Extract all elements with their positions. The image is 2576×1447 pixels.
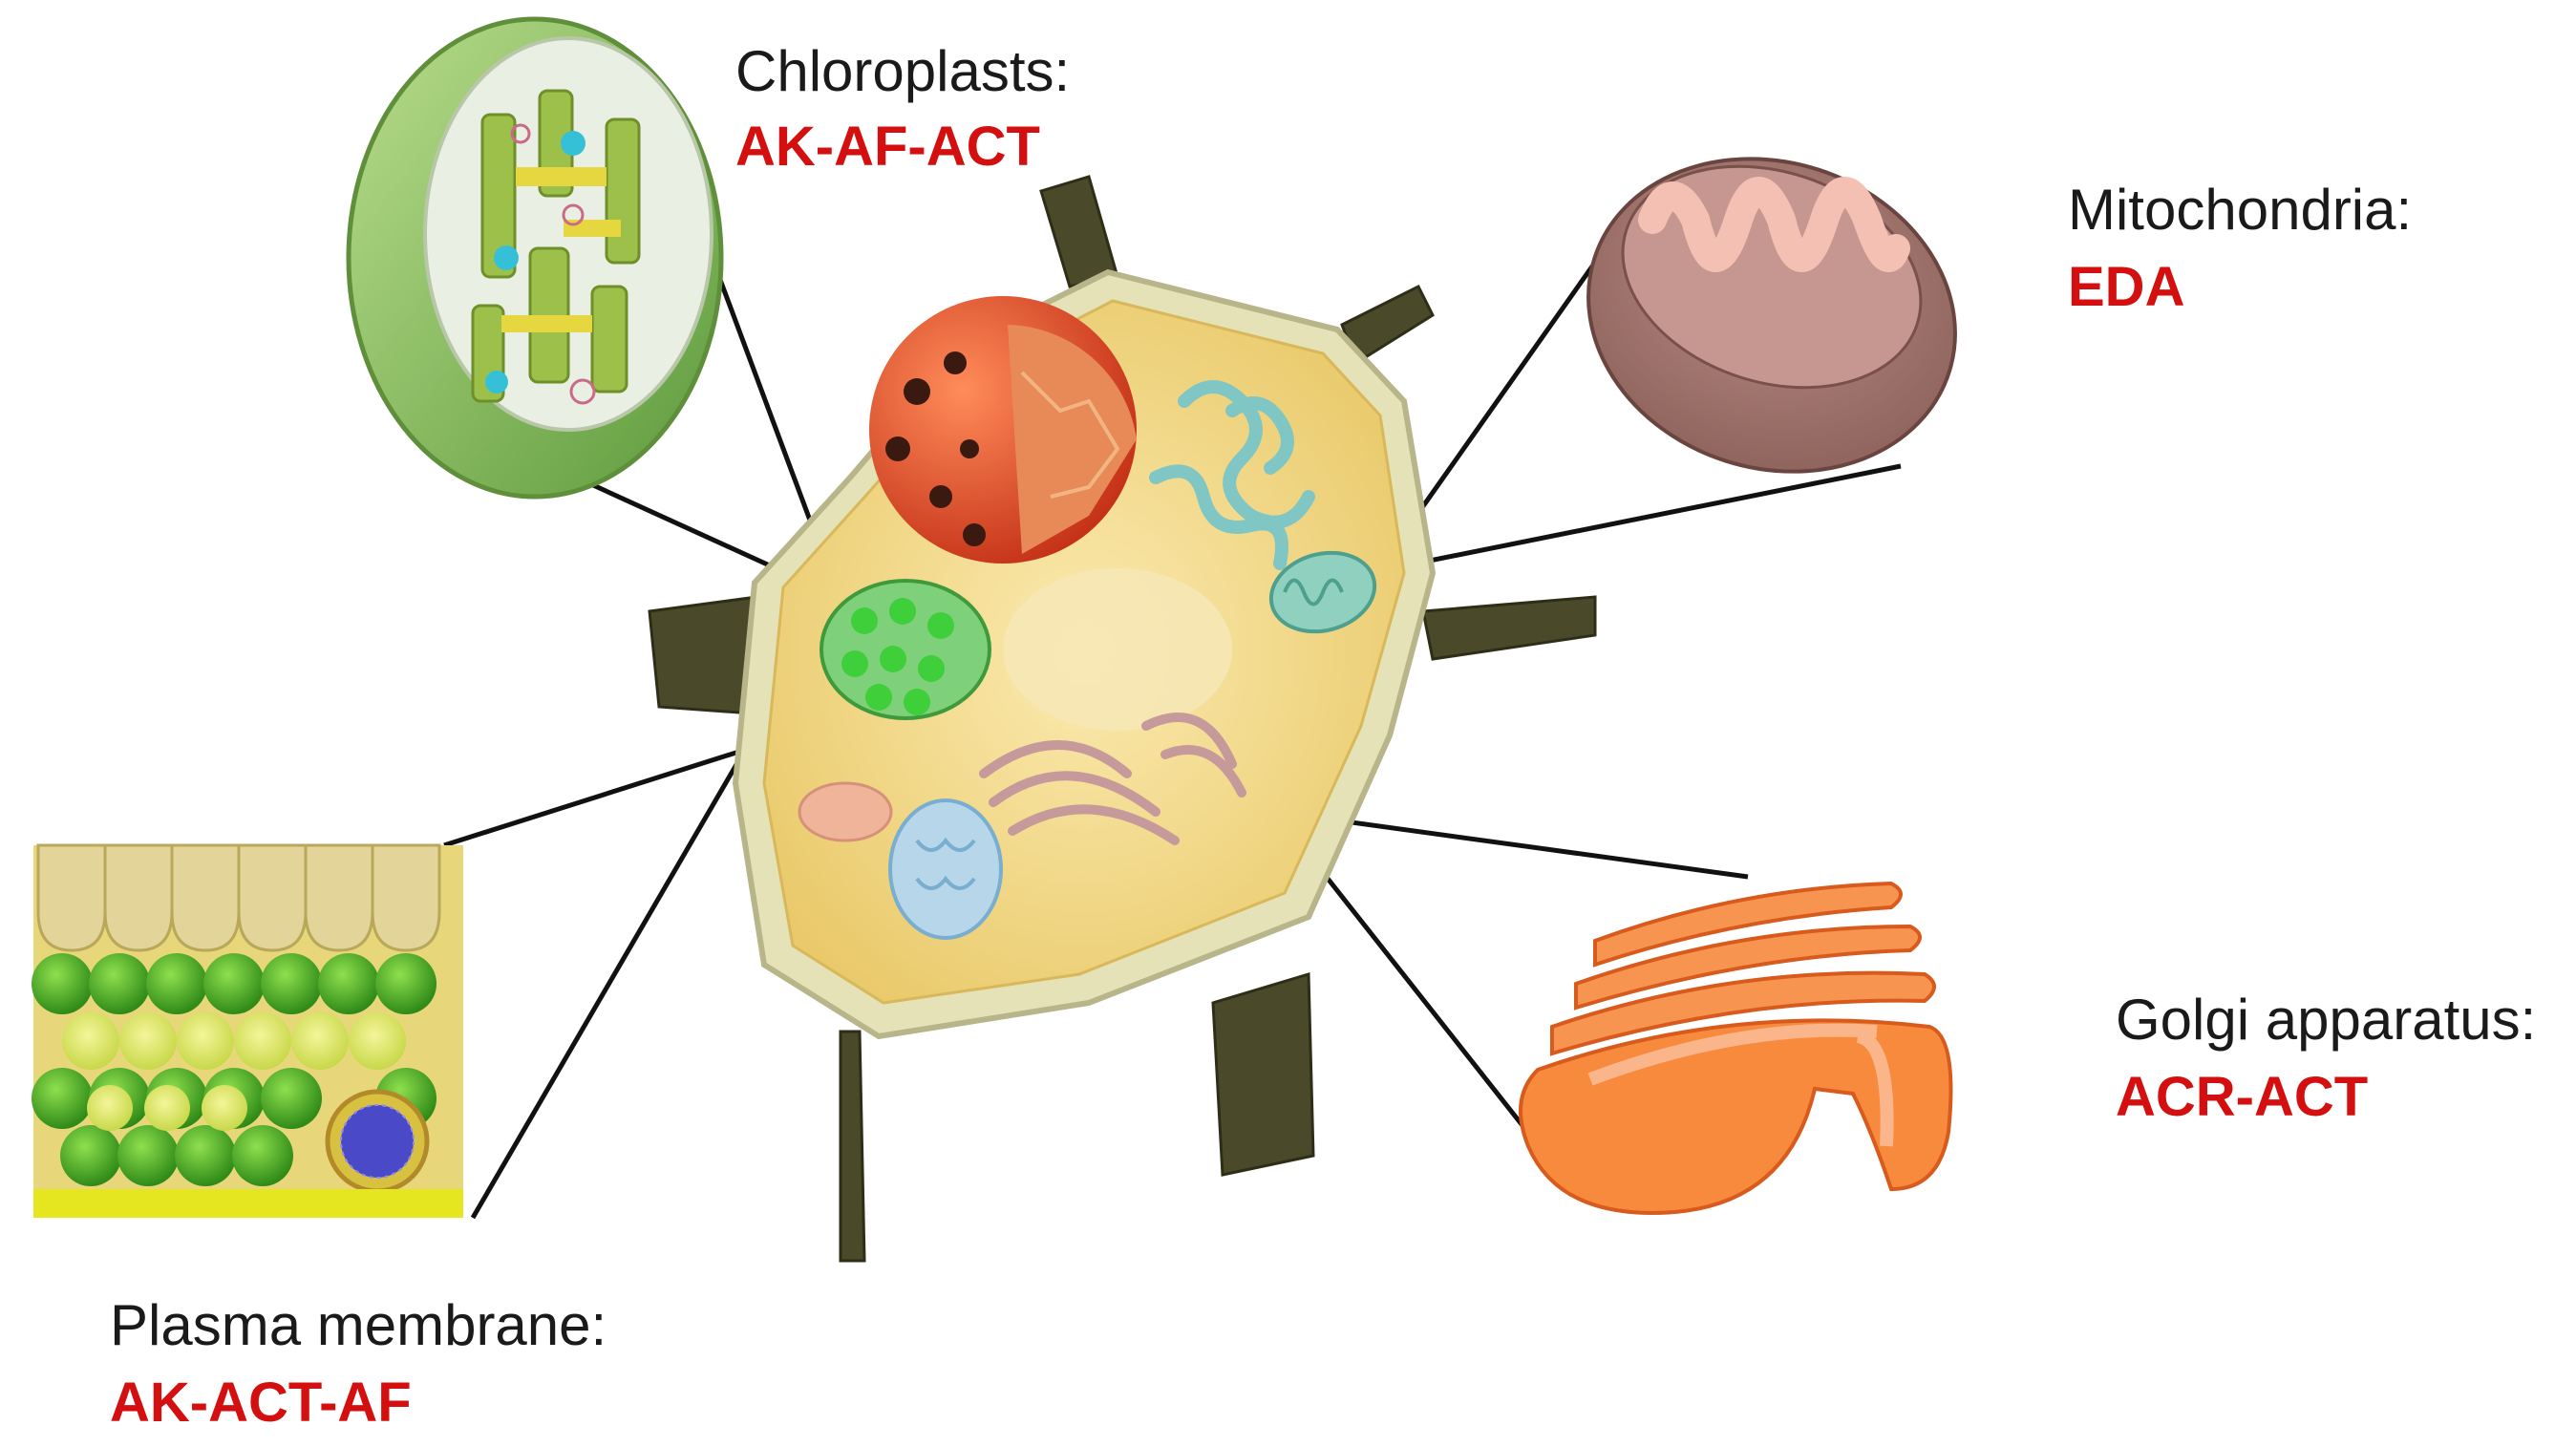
plasma-membrane-inset [32, 843, 463, 1218]
mitochondria-code: EDA [2068, 256, 2185, 318]
nucleus [869, 296, 1137, 564]
golgi-inset [1519, 881, 1953, 1216]
chloroplasts-label: Chloroplasts: [735, 39, 1071, 103]
cell-wall-fins [648, 175, 1597, 1263]
membrane-base [33, 1189, 463, 1218]
plant-cell [648, 175, 1597, 1263]
leader-membrane-b [470, 748, 748, 1220]
membrane-top-bulbs [36, 843, 441, 952]
cell-golgi [979, 713, 1246, 845]
cell-second-mitochondrion [888, 798, 1003, 940]
endoplasmic-reticulum [1149, 380, 1315, 570]
chloroplast-dna [510, 123, 596, 405]
leader-mito-b [1376, 463, 1902, 574]
mitochondrion-inset [1586, 157, 1957, 474]
golgi-code: ACR-ACT [2116, 1066, 2369, 1128]
golgi-label: Golgi apparatus: [2116, 988, 2537, 1052]
chloroplasts-code: AK-AF-ACT [735, 116, 1040, 178]
chloroplast-inset [346, 16, 724, 500]
chloroplast-starch [485, 131, 585, 394]
membrane-lipid-heads [32, 953, 436, 1186]
membrane-vesicle [325, 1089, 430, 1194]
plasma-membrane-code: AK-ACT-AF [110, 1372, 412, 1434]
plasma-membrane-label: Plasma membrane: [110, 1293, 607, 1357]
mitochondrion-cristae [1638, 177, 1910, 272]
leader-golgi-a [1274, 809, 1749, 880]
cell-vesicle [798, 781, 893, 842]
cell-mitochondrion [1268, 550, 1377, 634]
mitochondria-label: Mitochondria: [2068, 178, 2413, 242]
cell-chloroplast [820, 579, 991, 720]
leader-membrane-a [443, 747, 746, 848]
vacuole [1003, 568, 1232, 731]
